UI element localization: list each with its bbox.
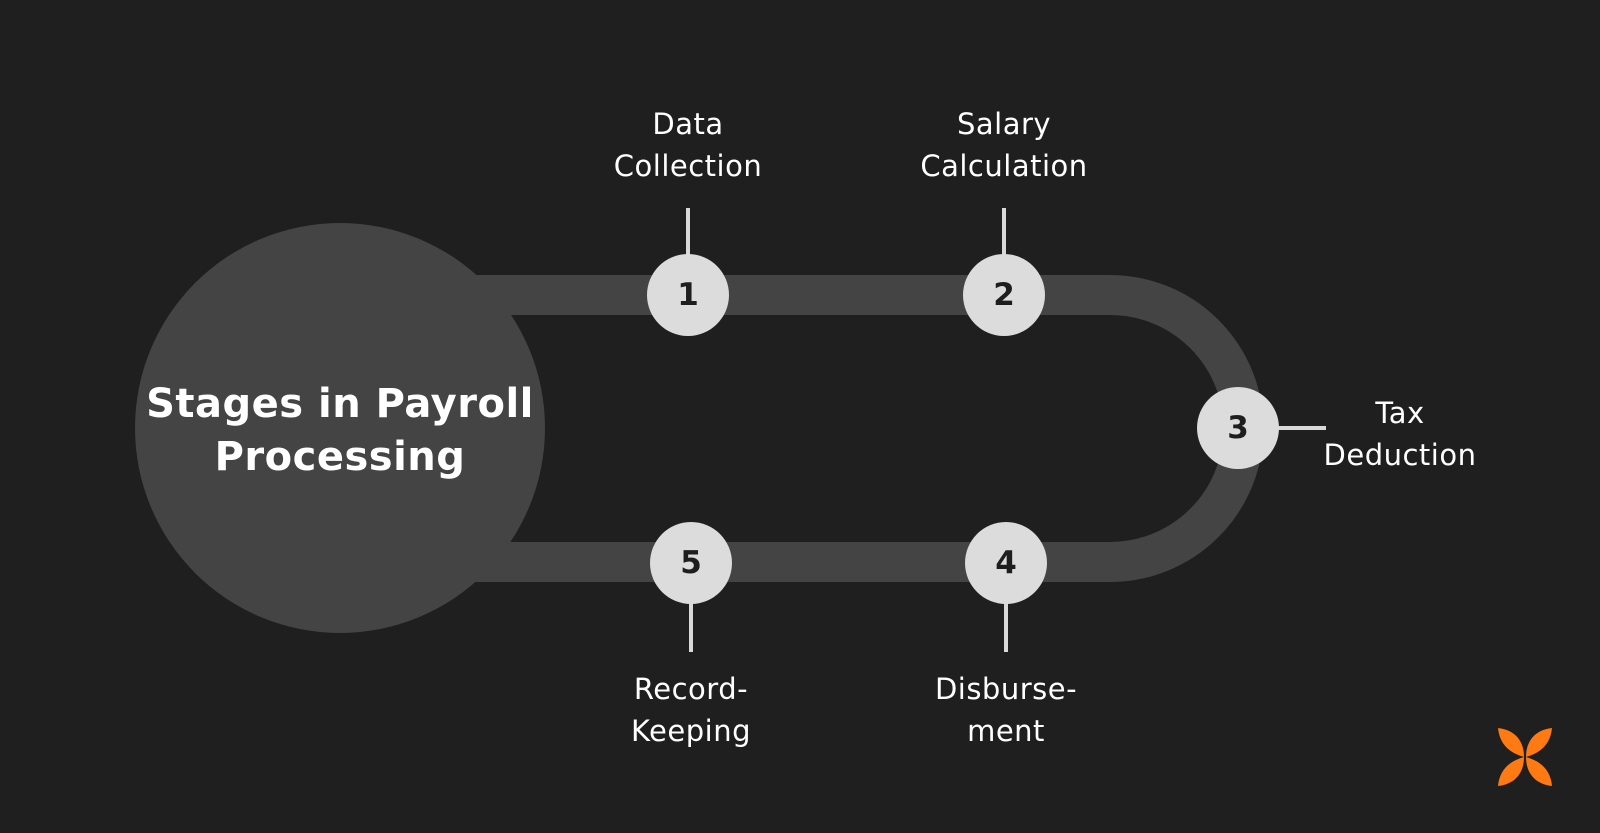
step-node-5: [650, 522, 732, 604]
step-number-5: 5: [680, 545, 702, 581]
step-node-2: [963, 254, 1045, 336]
step-number-4: 4: [995, 545, 1017, 581]
stage-label-record-keeping: Record- Keeping: [630, 672, 751, 748]
butterfly-logo-icon: [1498, 728, 1552, 786]
diagram-title-line2: Processing: [214, 434, 466, 480]
diagram-title-line1: Stages in Payroll: [146, 381, 534, 427]
stage-label-tax-deduction: Tax Deduction: [1323, 396, 1477, 472]
diagram-title: Stages in Payroll Processing: [135, 378, 545, 484]
step-node-1: [647, 254, 729, 336]
step-number-2: 2: [993, 277, 1015, 313]
stage-label-salary-calculation: Salary Calculation: [920, 107, 1088, 183]
step-node-3: [1197, 387, 1279, 469]
hub-circle: [135, 223, 545, 633]
step-node-4: [965, 522, 1047, 604]
stage-label-data-collection: Data Collection: [613, 107, 763, 183]
step-number-3: 3: [1227, 410, 1249, 446]
stage-label-disbursement: Disburse- ment: [934, 672, 1078, 748]
step-number-1: 1: [677, 277, 699, 313]
